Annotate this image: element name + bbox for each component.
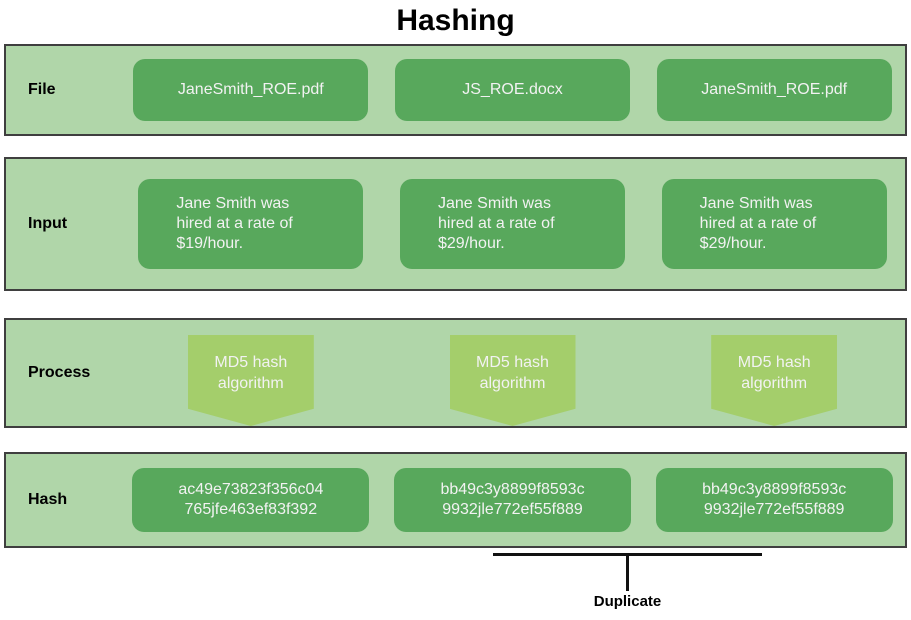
input-col-1: Jane Smith was hired at a rate of $19/ho… [120, 179, 382, 269]
hash-box-3-line2: 9932jle772ef55f889 [703, 501, 845, 518]
input-box-2-line1: Jane Smith was [438, 195, 551, 212]
process-col-2: MD5 hash algorithm [382, 320, 644, 426]
hash-box-2: bb49c3y8899f8593c 9932jle772ef55f889 [394, 468, 631, 532]
row-label-file: File [28, 81, 56, 98]
band-input: Input Jane Smith was hired at a rate of … [4, 157, 907, 291]
hash-col-3: bb49c3y8899f8593c 9932jle772ef55f889 [643, 468, 905, 532]
row-label-input: Input [28, 215, 68, 232]
input-box-3-line3: $29/hour. [699, 235, 767, 252]
band-file: File JaneSmith_ROE.pdf JS_ROE.docx JaneS… [4, 44, 907, 136]
row-label-hash: Hash [28, 491, 68, 508]
duplicate-bracket-stem [626, 553, 629, 591]
band-hash: Hash ac49e73823f356c04 765jfe463ef83f392… [4, 452, 907, 548]
page-title: Hashing [396, 4, 515, 37]
duplicate-label: Duplicate [593, 593, 662, 610]
input-box-2: Jane Smith was hired at a rate of $29/ho… [400, 179, 625, 269]
process-arrow-1-line2: algorithm [217, 375, 284, 392]
hash-box-2-line2: 9932jle772ef55f889 [442, 501, 583, 518]
process-arrow-down-3: MD5 hash algorithm [711, 335, 838, 426]
file-box-1-text: JaneSmith_ROE.pdf [177, 81, 324, 98]
process-arrow-2-line1: MD5 hash [476, 354, 549, 371]
input-col-3: Jane Smith was hired at a rate of $29/ho… [643, 179, 905, 269]
hash-box-3-line1: bb49c3y8899f8593c [702, 481, 847, 498]
file-box-2: JS_ROE.docx [395, 59, 630, 121]
input-col-2: Jane Smith was hired at a rate of $29/ho… [382, 179, 644, 269]
input-box-1-text: Jane Smith was hired at a rate of $19/ho… [176, 194, 293, 254]
file-box-3-text: JaneSmith_ROE.pdf [701, 81, 848, 98]
band-process: Process MD5 hash algorithm MD5 hash algo… [4, 318, 907, 428]
row-label-process: Process [28, 364, 91, 381]
process-arrow-1-line1: MD5 hash [214, 354, 288, 371]
input-box-1-line2: hired at a rate of [176, 215, 293, 232]
process-arrow-3-line2: algorithm [741, 375, 808, 392]
hash-col-1: ac49e73823f356c04 765jfe463ef83f392 [120, 468, 382, 532]
input-box-2-line2: hired at a rate of [438, 215, 555, 232]
input-box-1-line3: $19/hour. [176, 235, 244, 252]
process-arrow-2-line2: algorithm [479, 375, 546, 392]
process-arrow-3-line1: MD5 hash [737, 354, 811, 371]
file-col-1: JaneSmith_ROE.pdf [120, 59, 382, 121]
process-arrow-down-1: MD5 hash algorithm [187, 335, 314, 426]
hash-box-1-line2: 765jfe463ef83f392 [184, 501, 318, 518]
input-box-3-text: Jane Smith was hired at a rate of $29/ho… [700, 194, 817, 254]
hash-box-1: ac49e73823f356c04 765jfe463ef83f392 [132, 468, 370, 532]
process-arrow-down-2: MD5 hash algorithm [449, 335, 576, 426]
file-box-1: JaneSmith_ROE.pdf [133, 59, 369, 121]
hash-col-2: bb49c3y8899f8593c 9932jle772ef55f889 [382, 468, 644, 532]
file-box-3: JaneSmith_ROE.pdf [656, 59, 892, 121]
file-box-2-text: JS_ROE.docx [462, 81, 563, 98]
input-box-3-line1: Jane Smith was [699, 195, 813, 212]
input-box-2-text: Jane Smith was hired at a rate of $29/ho… [438, 194, 555, 254]
input-box-2-line3: $29/hour. [438, 235, 505, 252]
input-box-1-line1: Jane Smith was [176, 195, 290, 212]
input-box-3-line2: hired at a rate of [699, 215, 817, 232]
hash-box-1-line1: ac49e73823f356c04 [178, 481, 324, 498]
hash-box-3: bb49c3y8899f8593c 9932jle772ef55f889 [655, 468, 893, 532]
file-col-3: JaneSmith_ROE.pdf [643, 59, 905, 121]
input-box-3: Jane Smith was hired at a rate of $29/ho… [661, 179, 887, 269]
hash-box-2-line1: bb49c3y8899f8593c [440, 481, 585, 498]
process-col-1: MD5 hash algorithm [120, 320, 382, 426]
input-box-1: Jane Smith was hired at a rate of $19/ho… [138, 179, 364, 269]
file-col-2: JS_ROE.docx [382, 59, 644, 121]
process-col-3: MD5 hash algorithm [643, 320, 905, 426]
